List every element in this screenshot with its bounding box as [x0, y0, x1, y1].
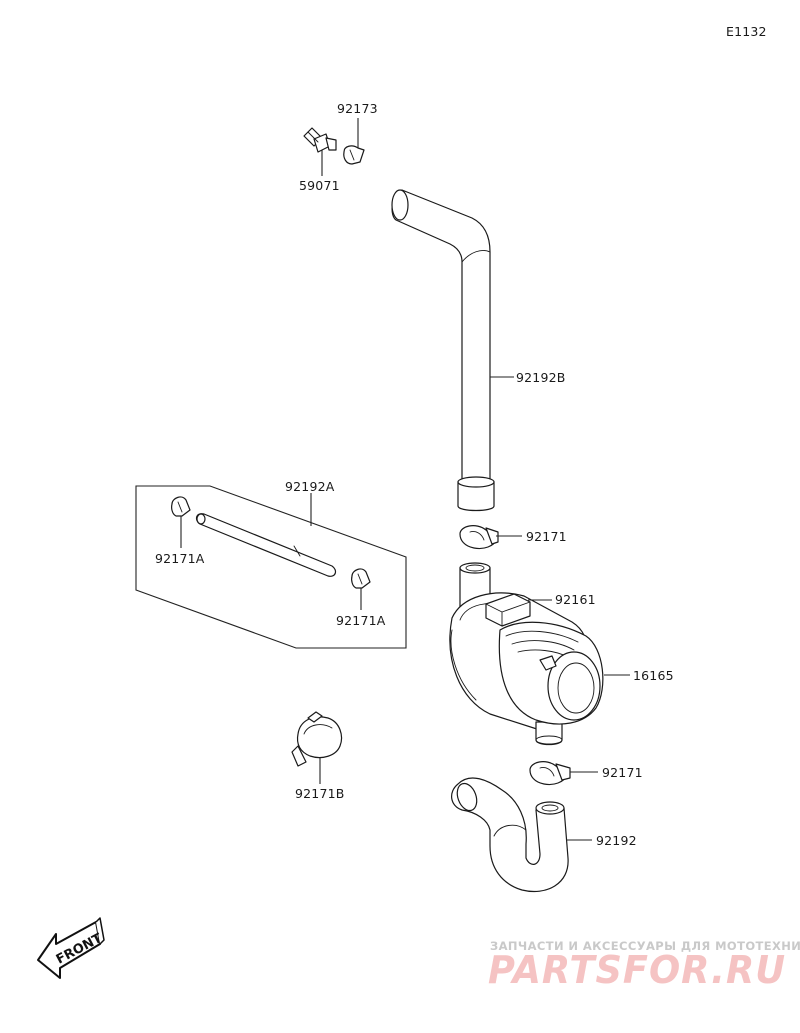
part-label-92171-upper[interactable]: 92171: [526, 529, 567, 544]
hose-92192[interactable]: [451, 777, 569, 892]
part-label-92161[interactable]: 92161: [555, 592, 596, 607]
hose-92192A[interactable]: [195, 513, 337, 577]
part-label-92171A-right[interactable]: 92171A: [336, 613, 386, 628]
part-label-92192A[interactable]: 92192A: [285, 479, 335, 494]
part-label-92173[interactable]: 92173: [337, 101, 378, 116]
hose-92192A-group-outline: [135, 485, 407, 649]
part-label-92171B[interactable]: 92171B: [295, 786, 345, 801]
fitting-59071[interactable]: [303, 127, 337, 153]
clamp-92171A-right[interactable]: [351, 568, 371, 589]
clamp-92171A-left[interactable]: [171, 496, 191, 517]
part-label-16165[interactable]: 16165: [633, 668, 674, 683]
clamp-92173[interactable]: [343, 145, 365, 165]
watermark-tagline: ЗАПЧАСТИ И АКСЕССУАРЫ ДЛЯ МОТОТЕХНИКИ: [490, 939, 800, 953]
watermark-brand: PARTSFOR.RU: [488, 948, 786, 992]
clamp-92171B[interactable]: [291, 711, 343, 767]
diagram-code: E1132: [726, 24, 767, 39]
clamp-92171-upper[interactable]: [459, 525, 499, 550]
part-label-59071[interactable]: 59071: [299, 178, 340, 193]
part-label-92192B[interactable]: 92192B: [516, 370, 566, 385]
hose-92192B[interactable]: [391, 189, 495, 512]
cap-16165[interactable]: [498, 621, 604, 725]
front-direction-arrow: FRONT: [37, 917, 105, 979]
part-label-92192[interactable]: 92192: [596, 833, 637, 848]
clamp-92171-lower[interactable]: [529, 761, 571, 786]
part-label-92171-lower[interactable]: 92171: [602, 765, 643, 780]
part-label-92171A-left[interactable]: 92171A: [155, 551, 205, 566]
